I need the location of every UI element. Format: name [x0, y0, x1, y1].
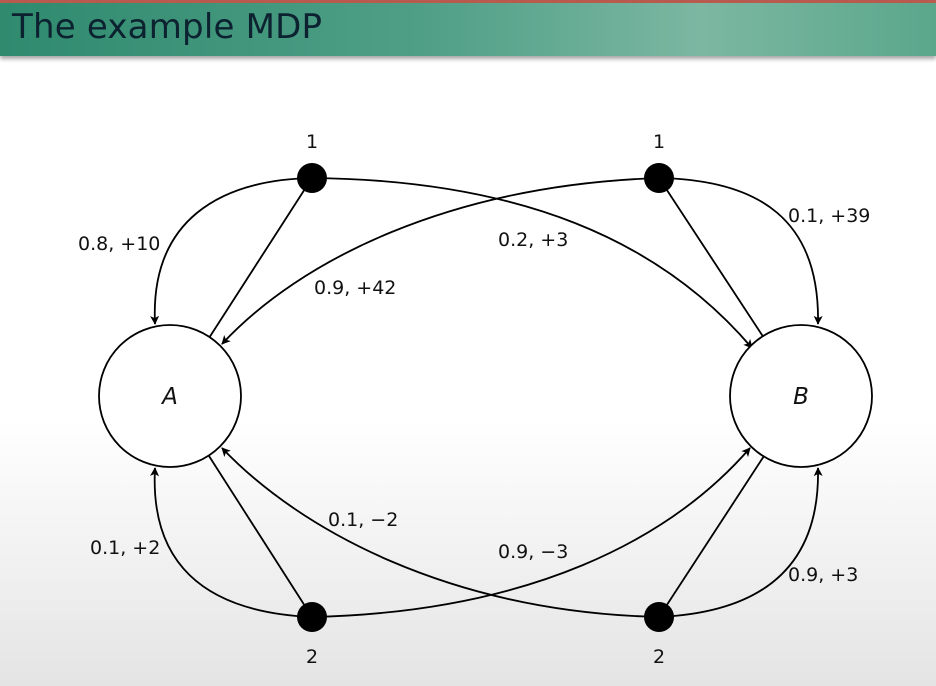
action-label-a2: 2 — [306, 646, 318, 668]
edge-a1-to-a-direct — [208, 177, 313, 339]
action-node-a1 — [297, 163, 327, 193]
transition-label-a2-b: 0.9, −3 — [498, 541, 568, 563]
state-b-circle — [729, 324, 873, 468]
edge-b2-to-a — [221, 447, 660, 618]
edge-a2-to-a — [150, 467, 313, 618]
state-a-circle — [98, 324, 242, 468]
edge-a1-to-b — [311, 177, 753, 349]
action-node-b1 — [644, 163, 674, 193]
transition-label-b2-b: 0.9, +3 — [788, 564, 858, 586]
action-label-b1: 1 — [653, 131, 665, 153]
state-a-label: A — [160, 384, 178, 410]
transition-label-a2-a: 0.1, +2 — [90, 537, 160, 559]
edge-a2-to-a-direct — [208, 455, 313, 618]
action-node-b2 — [644, 602, 674, 632]
edge-b2-to-b — [658, 467, 823, 618]
transition-label-a1-a: 0.8, +10 — [78, 233, 160, 255]
action-label-b2: 2 — [653, 646, 665, 668]
transition-label-b1-a: 0.9, +42 — [314, 277, 396, 299]
transition-label-a1-b: 0.2, +3 — [498, 229, 568, 251]
edge-a1-to-a — [150, 177, 313, 325]
edge-b1-to-a — [221, 177, 660, 345]
edge-b1-to-b — [658, 177, 823, 325]
transition-label-b2-a: 0.1, −2 — [328, 509, 398, 531]
slide-title: The example MDP — [12, 7, 323, 47]
state-b-label: B — [793, 384, 809, 410]
action-node-a2 — [297, 602, 327, 632]
edge-a2-to-b — [311, 447, 751, 618]
action-label-a1: 1 — [306, 131, 318, 153]
edge-b2-to-b-direct — [658, 455, 765, 618]
transition-label-b1-b: 0.1, +39 — [788, 205, 870, 227]
edge-b1-to-b-direct — [658, 177, 765, 339]
title-bar: The example MDP — [0, 0, 936, 56]
